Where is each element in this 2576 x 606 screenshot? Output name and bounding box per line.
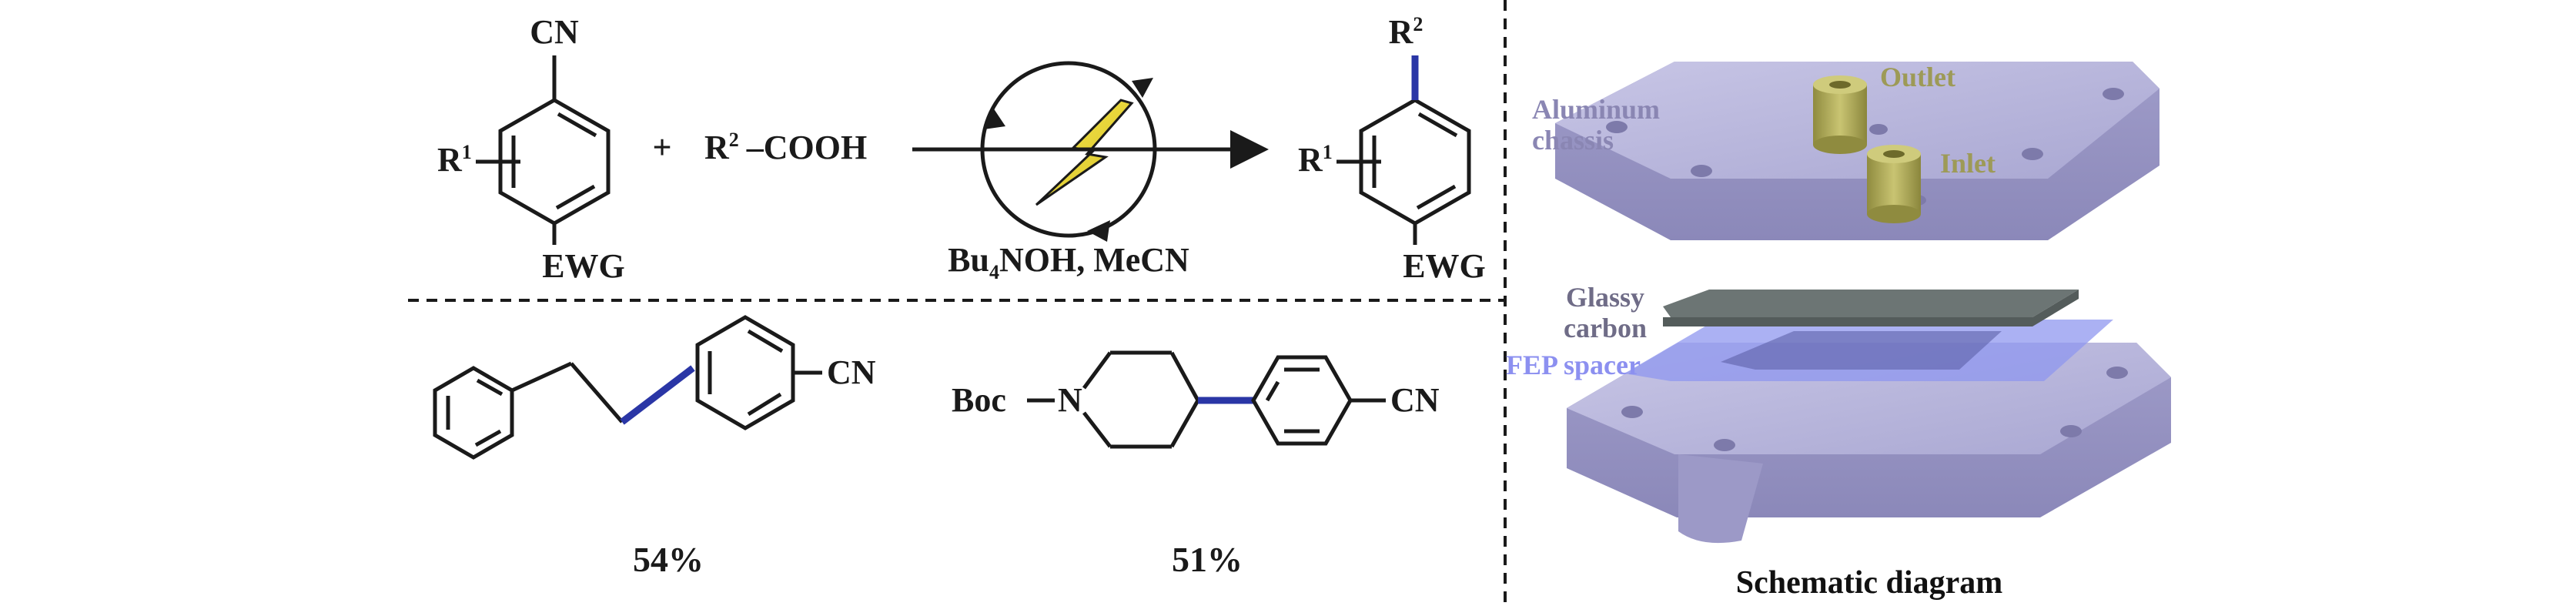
example-1-cn-label: CN <box>827 353 876 391</box>
cycle-arrow-left <box>984 108 1005 129</box>
outlet-fitting <box>1813 75 1867 154</box>
example-product-2: Boc N CN 51% <box>952 350 1440 579</box>
example-2-cn-label: CN <box>1390 381 1440 419</box>
inlet-fitting <box>1867 145 1921 223</box>
reactant-cn-label: CN <box>530 13 579 51</box>
example-1-yield: 54% <box>633 540 704 579</box>
carbon-label-line1: Glassy <box>1566 282 1644 313</box>
chassis-label-line1: Aluminum <box>1532 94 1660 125</box>
spacer-channel <box>1721 331 2002 370</box>
inlet-label: Inlet <box>1940 148 1996 179</box>
conditions-label: Bu4NOH, MeCN <box>948 241 1189 283</box>
schematic-caption: Schematic diagram <box>1736 565 2002 601</box>
reaction-scheme: CN R1 EWG + R2–COOH Bu4NOH, MeCN R2 R <box>437 13 1486 285</box>
reaction-arrow-group: Bu4NOH, MeCN <box>912 61 1269 283</box>
example-1-new-bond <box>620 365 695 425</box>
product-ewg-label: EWG <box>1403 247 1486 285</box>
example-2-boc-label: Boc <box>952 381 1006 419</box>
carbon-label-line2: carbon <box>1564 313 1647 343</box>
glassy-carbon-layer <box>1663 290 2079 317</box>
example-2-n-label: N <box>1058 381 1082 419</box>
fep-spacer-label: FEP spacer <box>1506 350 1641 380</box>
carboxylic-acid-label: R2–COOH <box>704 129 867 166</box>
reactant-benzonitrile: CN R1 EWG <box>437 13 625 285</box>
lightning-bolt-icon <box>1035 99 1134 206</box>
example-2-yield: 51% <box>1172 540 1243 579</box>
product-r1-label: R1 <box>1298 141 1333 179</box>
device-schematic: Outlet Inlet Aluminum chassis Glassy car… <box>1506 62 2171 601</box>
reactant-ewg-label: EWG <box>542 247 625 285</box>
product-r2-label: R2 <box>1389 13 1423 51</box>
reactant-r1-label: R1 <box>437 141 472 179</box>
example-product-1: CN 54% <box>433 315 876 579</box>
outlet-label: Outlet <box>1880 62 1955 92</box>
product-arene: R2 R1 EWG <box>1298 13 1486 285</box>
cycle-arrow-bottom <box>1087 220 1110 242</box>
plus-sign: + <box>652 129 671 166</box>
chassis-label-line2: chassis <box>1532 125 1614 156</box>
cycle-arrow-top <box>1132 78 1153 98</box>
